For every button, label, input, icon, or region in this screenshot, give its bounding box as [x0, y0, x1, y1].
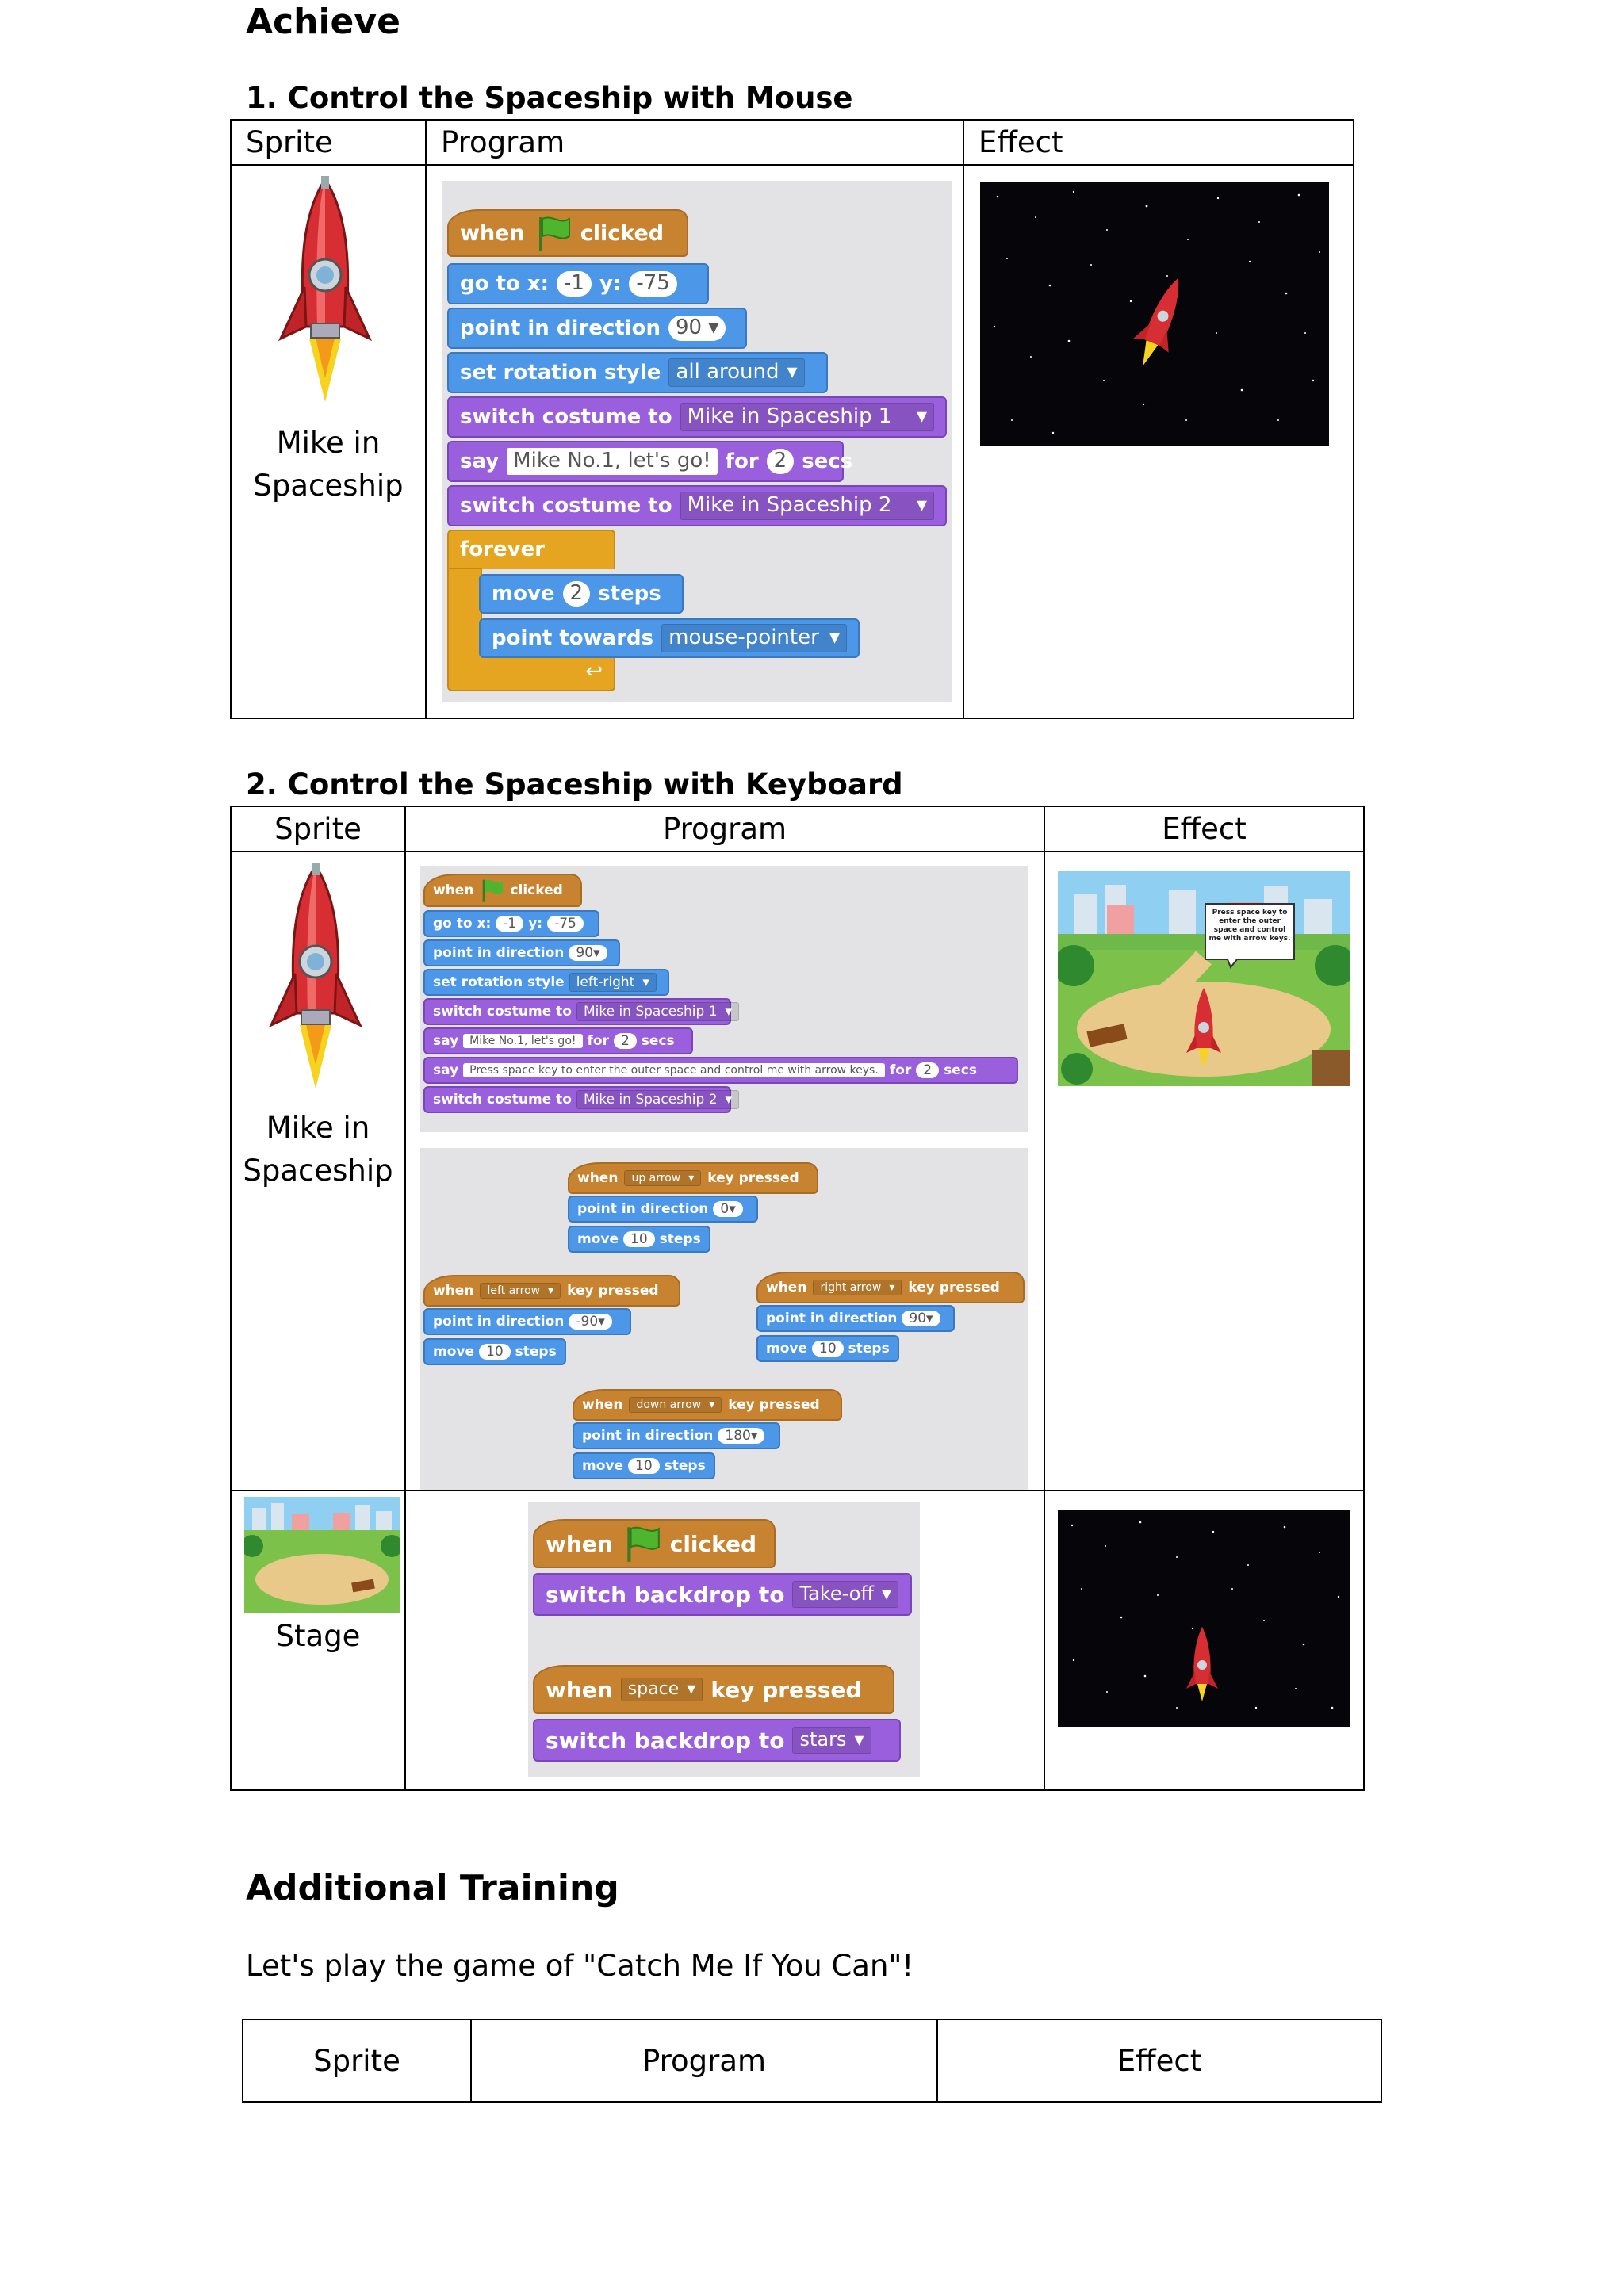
point-direction-left-block[interactable]: point in direction-90▾: [423, 1308, 631, 1335]
costume-dropdown-2[interactable]: Mike in Spaceship 2▾: [680, 492, 934, 520]
col-header-effect: Effect: [963, 119, 1354, 166]
rocket-sprite-icon: [278, 176, 373, 402]
starfield-icon: [993, 190, 1320, 434]
direction-up-value[interactable]: 0▾: [713, 1200, 743, 1218]
col-header-sprite: Sprite: [230, 119, 427, 166]
forever-block[interactable]: forever: [447, 530, 615, 569]
direction-down-value[interactable]: 180▾: [718, 1427, 765, 1445]
rocket-sprite-icon: [268, 863, 363, 1089]
direction-dropdown[interactable]: 90▾: [569, 944, 607, 962]
speech-bubble-text: Press space key to enter the outer space…: [1208, 909, 1291, 943]
say-text-field[interactable]: Mike No.1, let's go!: [463, 1033, 583, 1049]
left-arrow-key-dropdown[interactable]: left arrow▾: [480, 1282, 561, 1299]
say-text-field[interactable]: Mike No.1, let's go!: [507, 448, 718, 475]
additional-training-text: Let's play the game of "Catch Me If You …: [246, 1949, 914, 1983]
green-flag-icon: [627, 1526, 660, 1562]
section2-title: 2. Control the Spaceship with Keyboard: [246, 767, 903, 802]
forever-loop-arrow-icon: ↩: [447, 656, 615, 691]
forever-block-arm: [447, 568, 482, 660]
section1-title: 1. Control the Spaceship with Mouse: [246, 81, 853, 115]
stage-thumbnail: [244, 1497, 400, 1613]
col-header-sprite-3: Sprite: [242, 2019, 472, 2103]
col-header-program: Program: [425, 119, 964, 166]
col-header-effect-3: Effect: [936, 2019, 1382, 2103]
direction-right-value[interactable]: 90▾: [902, 1310, 940, 1327]
table-catch-me: Sprite Program Effect: [242, 2019, 1382, 2103]
rotation-style-dropdown[interactable]: left-right▾: [569, 972, 657, 993]
col-header-sprite-2: Sprite: [230, 806, 406, 852]
when-flag-clicked-block[interactable]: when clicked: [447, 209, 688, 257]
green-flag-icon: [483, 879, 504, 902]
green-flag-icon: [538, 216, 570, 251]
backdrop-dropdown-2[interactable]: stars▾: [792, 1727, 871, 1754]
down-arrow-key-dropdown[interactable]: down arrow▾: [629, 1396, 722, 1414]
towards-dropdown[interactable]: mouse-pointer▾: [661, 624, 847, 652]
effect-takeoff-scene: [1058, 871, 1350, 1086]
costume-dropdown-2[interactable]: Mike in Spaceship 2▾: [576, 1089, 740, 1110]
starfield-icon: [1071, 1521, 1340, 1709]
when-flag-clicked-block[interactable]: when clicked: [533, 1519, 776, 1568]
say-text-field-2[interactable]: Press space key to enter the outer space…: [463, 1062, 885, 1078]
up-arrow-key-dropdown[interactable]: up arrow▾: [624, 1169, 702, 1187]
space-key-dropdown[interactable]: space▾: [620, 1677, 703, 1702]
direction-left-value[interactable]: -90▾: [569, 1313, 612, 1330]
right-arrow-key-dropdown[interactable]: right arrow▾: [813, 1279, 902, 1296]
heading-additional-training: Additional Training: [246, 1868, 619, 1908]
col-header-effect-2: Effect: [1044, 806, 1365, 852]
heading-achieve: Achieve: [246, 2, 400, 42]
costume-dropdown[interactable]: Mike in Spaceship 1▾: [576, 1001, 740, 1022]
effect-stars-scene: [1058, 1510, 1350, 1727]
col-header-program-3: Program: [470, 2019, 938, 2103]
backdrop-dropdown[interactable]: Take-off▾: [792, 1581, 899, 1608]
direction-dropdown[interactable]: 90 ▾: [668, 316, 726, 341]
rotation-style-dropdown[interactable]: all around▾: [668, 358, 805, 387]
costume-dropdown[interactable]: Mike in Spaceship 1▾: [680, 403, 934, 431]
when-flag-clicked-block[interactable]: when clicked: [423, 874, 582, 907]
col-header-program-2: Program: [404, 806, 1045, 852]
sprite-name-2: Mike in Spaceship: [243, 1111, 393, 1188]
stage-label: Stage: [275, 1619, 361, 1653]
sprite-name: Mike in Spaceship: [253, 426, 404, 503]
effect-space-scene: [980, 182, 1329, 446]
